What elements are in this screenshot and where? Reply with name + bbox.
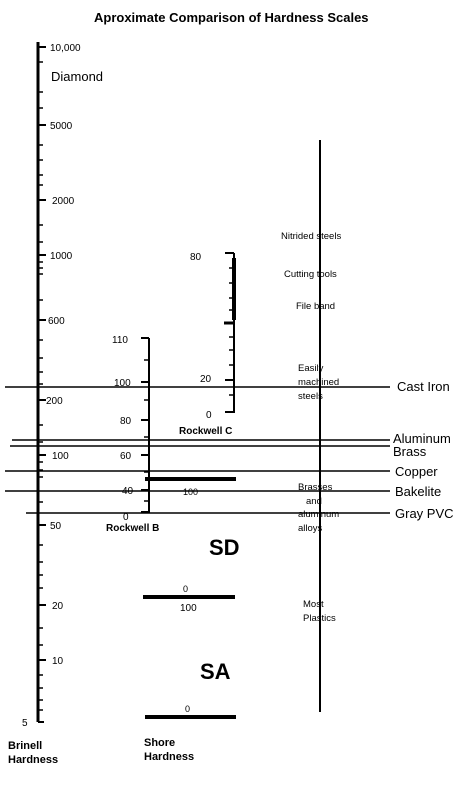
shore-sd-bottom-bar [143, 595, 235, 599]
shore-label-line2: Hardness [144, 751, 194, 763]
rockwell-b-tick-label: 80 [120, 416, 132, 427]
brinell-tick-label: 5000 [50, 121, 73, 132]
rockwell-c-thick-segment [232, 258, 236, 320]
brinell-tick-label: 100 [52, 451, 69, 462]
application-label: Nitrided steels [281, 231, 341, 242]
application-label: File band [296, 301, 335, 312]
application-label: and [306, 496, 322, 507]
rockwell-c-tick-label: 0 [206, 410, 212, 421]
material-label-gray-pvc: Gray PVC [395, 506, 454, 521]
material-lines [5, 386, 390, 514]
rockwell-b-scale [141, 337, 150, 513]
material-label-bakelite: Bakelite [395, 484, 441, 499]
application-label: steels [298, 391, 323, 402]
rockwell-b-label: Rockwell B [106, 523, 159, 534]
rockwell-b-tick-label: 110 [112, 335, 128, 346]
brinell-tick-label: 20 [52, 601, 64, 612]
shore-sd-zero: 0 [183, 584, 188, 594]
application-label: Most [303, 599, 324, 610]
material-label-aluminum: Aluminum [393, 431, 451, 446]
brinell-tick-label: 5 [22, 718, 28, 729]
diagram-title: Aproximate Comparison of Hardness Scales [94, 10, 369, 25]
brinell-label-line2: Hardness [8, 754, 58, 766]
diamond-annotation: Diamond [51, 69, 103, 84]
application-label: Brasses [298, 482, 333, 493]
brinell-tick-label: 2000 [52, 196, 75, 207]
shore-sa-zero: 0 [185, 704, 190, 714]
application-labels: Nitrided steels Cutting tools File band … [281, 231, 341, 624]
rockwell-c-tick-label: 80 [190, 252, 202, 263]
rockwell-c-label: Rockwell C [179, 426, 232, 437]
shore-sd-label: SD [209, 535, 240, 560]
rockwell-b-tick-label: 100 [114, 378, 131, 389]
brinell-label-line1: Brinell [8, 740, 42, 752]
brinell-tick-label: 50 [50, 521, 62, 532]
brinell-tick-labels: 10,000 5000 2000 1000 600 200 100 50 20 … [22, 43, 81, 729]
shore-label-line1: Shore [144, 737, 175, 749]
shore-sd-top-bar [145, 477, 236, 481]
rockwell-b-tick-labels: 110 100 80 60 40 0 [112, 335, 134, 523]
application-label: Easily [298, 363, 324, 374]
rockwell-c-tick-label: 20 [200, 374, 212, 385]
material-labels: Cast Iron Aluminum Brass Copper Bakelite… [393, 379, 454, 521]
shore-sa-label: SA [200, 659, 231, 684]
application-label: Plastics [303, 613, 336, 624]
brinell-tick-label: 10,000 [50, 43, 81, 54]
application-label: machined [298, 377, 339, 388]
brinell-tick-label: 200 [46, 396, 63, 407]
brinell-tick-label: 1000 [50, 251, 73, 262]
application-label: Cutting tools [284, 269, 337, 280]
rockwell-b-tick-label: 0 [123, 512, 129, 523]
application-label: alloys [298, 523, 323, 534]
brinell-tick-label: 600 [48, 316, 65, 327]
brinell-tick-label: 10 [52, 656, 64, 667]
shore-sa-bar [145, 715, 236, 719]
shore-sd-top-100: 100 [183, 487, 198, 497]
rockwell-c-tick-labels: 80 20 0 [190, 252, 212, 421]
material-label-cast-iron: Cast Iron [397, 379, 450, 394]
application-label: aluminum [298, 509, 339, 520]
rockwell-b-tick-label: 60 [120, 451, 132, 462]
material-label-copper: Copper [395, 464, 438, 479]
brinell-scale [36, 42, 46, 723]
material-label-brass: Brass [393, 444, 427, 459]
shore-sd-bottom-100: 100 [180, 603, 197, 614]
